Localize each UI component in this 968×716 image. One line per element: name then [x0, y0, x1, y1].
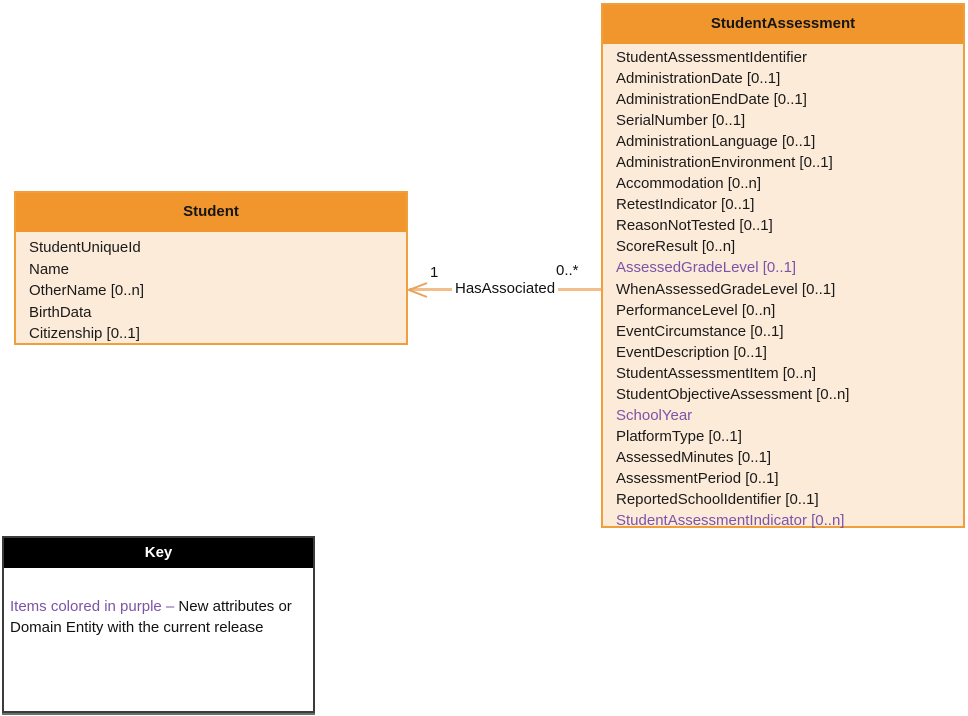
attribute-row: Accommodation [0..n] [616, 175, 762, 193]
attribute-row: Citizenship [0..1] [29, 325, 140, 343]
arrowhead-icon [406, 282, 428, 298]
attribute-row: BirthData [29, 303, 92, 321]
attribute-row: StudentObjectiveAssessment [0..n] [616, 385, 850, 403]
attribute-row: EventCircumstance [0..1] [616, 322, 784, 340]
attribute-row: WhenAssessedGradeLevel [0..1] [616, 280, 836, 298]
legend-text: Items colored in purple – New attributes… [4, 568, 313, 638]
attribute-row: RetestIndicator [0..1] [616, 196, 755, 214]
attribute-row: AdministrationDate [0..1] [616, 70, 781, 88]
attribute-row: AssessmentPeriod [0..1] [616, 469, 779, 487]
relationship-label: HasAssociated [452, 280, 559, 297]
attribute-row: StudentAssessmentItem [0..n] [616, 364, 817, 382]
relationship-cardinality-source: 1 [430, 264, 439, 281]
legend-box: Key Items colored in purple – New attrib… [2, 536, 315, 713]
attribute-row: AssessedMinutes [0..1] [616, 448, 772, 466]
attribute-row: PlatformType [0..1] [616, 427, 742, 445]
attribute-row: EventDescription [0..1] [616, 343, 767, 361]
attribute-row: ScoreResult [0..n] [616, 238, 736, 256]
legend-purple-sample-text: Items colored in purple – [10, 598, 179, 615]
attribute-row: AssessedGradeLevel [0..1] [616, 259, 797, 277]
attribute-row: OtherName [0..n] [29, 282, 145, 300]
attribute-row: StudentAssessmentIndicator [0..n] [616, 512, 845, 530]
legend-title: Key [4, 538, 313, 568]
entity-student-assessment: StudentAssessment StudentAssessmentIdent… [601, 3, 965, 531]
attribute-row: StudentUniqueId [29, 239, 141, 256]
attribute-row: Name [29, 260, 70, 278]
attribute-row: AdministrationEnvironment [0..1] [616, 154, 833, 172]
attribute-row: SchoolYear [616, 406, 693, 424]
attribute-row: ReasonNotTested [0..1] [616, 217, 773, 235]
attribute-row: AdministrationEndDate [0..1] [616, 91, 807, 109]
attribute-row: AdministrationLanguage [0..1] [616, 133, 816, 151]
legend-text-line1: New attributes or [178, 598, 292, 615]
attribute-row: StudentAssessmentIdentifier [616, 49, 807, 66]
entity-student-assessment-title: StudentAssessment [603, 5, 963, 44]
entity-student-title: Student [16, 193, 406, 232]
relationship-cardinality-target: 0..* [556, 262, 579, 279]
attribute-row: SerialNumber [0..1] [616, 112, 746, 130]
attribute-row: ReportedSchoolIdentifier [0..1] [616, 490, 819, 508]
attribute-row: PerformanceLevel [0..n] [616, 301, 776, 319]
legend-text-line2: Domain Entity with the current release [10, 619, 264, 636]
